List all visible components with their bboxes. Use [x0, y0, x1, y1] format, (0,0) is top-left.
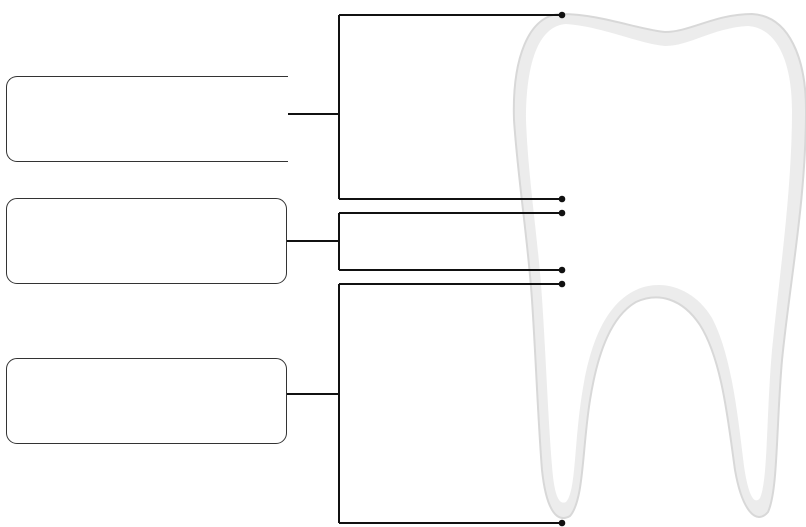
connector-3-top-dot: [558, 280, 566, 288]
connector-2-top-dot: [558, 209, 566, 217]
connector-1-bottom-dot: [558, 195, 566, 203]
connector-1-top-dot: [558, 11, 566, 19]
connector-3-bottom-dot: [558, 519, 566, 527]
connector-1: [288, 14, 562, 200]
connector-2: [287, 212, 562, 271]
label-box-1[interactable]: [6, 76, 288, 162]
tooth-inner-highlight: [526, 24, 792, 503]
connector-3: [287, 283, 562, 524]
label-box-2[interactable]: [6, 198, 287, 284]
connector-2-bottom-dot: [558, 266, 566, 274]
label-box-3[interactable]: [6, 358, 287, 444]
tooth-icon: [512, 12, 806, 519]
